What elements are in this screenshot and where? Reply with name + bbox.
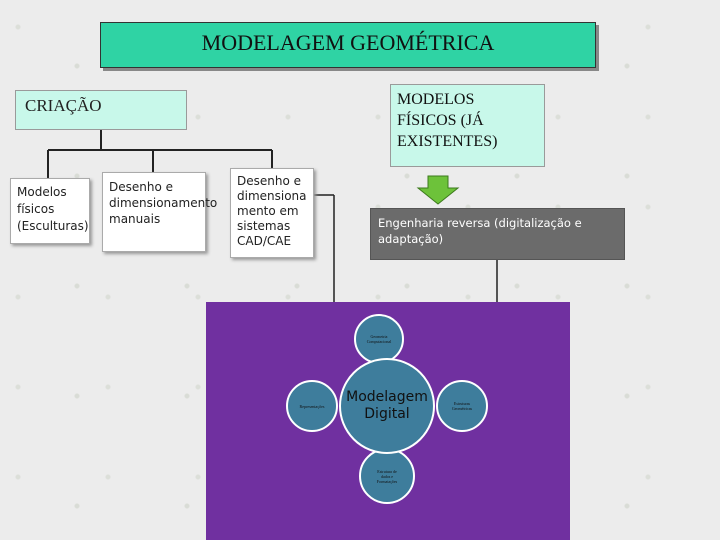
line: Geometria <box>370 334 388 339</box>
line: Geométricas <box>451 406 473 411</box>
line: dados e <box>380 473 394 479</box>
line: Modelos <box>17 185 67 199</box>
line: Representações <box>299 403 325 409</box>
criacao-box: CRIAÇÃO <box>15 90 187 130</box>
page-title: MODELAGEM GEOMÉTRICA <box>100 22 596 68</box>
line: manuais <box>109 212 161 226</box>
line: Desenho e <box>237 174 302 188</box>
line: FÍSICOS (JÁ <box>397 112 484 129</box>
line: físicos <box>17 202 55 216</box>
line: EXISTENTES) <box>397 133 498 150</box>
desenho-manuais-box: Desenho e dimensionamento manuais <box>102 172 218 252</box>
line: Estruturas <box>453 401 471 406</box>
engenharia-reversa-box: Engenharia reversa (digitalização e adap… <box>370 208 625 260</box>
line: Digital <box>364 406 410 422</box>
cycle-geometria-computacional: Geometria Computacional <box>354 314 404 364</box>
line: Computacional <box>366 339 392 344</box>
line: Modelagem <box>346 389 428 405</box>
line: dimensionamento <box>109 196 218 210</box>
criacao-label: CRIAÇÃO <box>25 96 102 115</box>
down-arrow-icon <box>416 175 460 205</box>
modelos-fisicos-existentes-box: MODELOS FÍSICOS (JÁ EXISTENTES) <box>390 84 545 167</box>
line: Formatações <box>376 478 398 484</box>
line: Desenho e <box>109 180 174 194</box>
modelos-fisicos-esculturas-box: Modelos físicos (Esculturas) <box>10 178 90 244</box>
page-title-text: MODELAGEM GEOMÉTRICA <box>201 30 495 55</box>
line: Estrutura de <box>377 468 397 474</box>
line: Engenharia reversa (digitalização e <box>378 216 582 230</box>
line: (Esculturas) <box>17 219 89 233</box>
cycle-representacoes: Representações <box>286 380 338 432</box>
line: adaptação) <box>378 232 444 246</box>
line: CAD/CAE <box>237 234 292 248</box>
desenho-cad-cae-box: Desenho e dimensiona mento em sistemas C… <box>230 168 314 258</box>
cycle-modelagem-digital: Modelagem Digital <box>339 358 435 454</box>
cycle-estrutura-dados: Estrutura de dados e Formatações <box>359 448 415 504</box>
line: sistemas <box>237 219 291 233</box>
line: mento em <box>237 204 299 218</box>
line: MODELOS <box>397 91 475 108</box>
cycle-estruturas-geometricas: Estruturas Geométricas <box>436 380 488 432</box>
line: dimensiona <box>237 189 307 203</box>
